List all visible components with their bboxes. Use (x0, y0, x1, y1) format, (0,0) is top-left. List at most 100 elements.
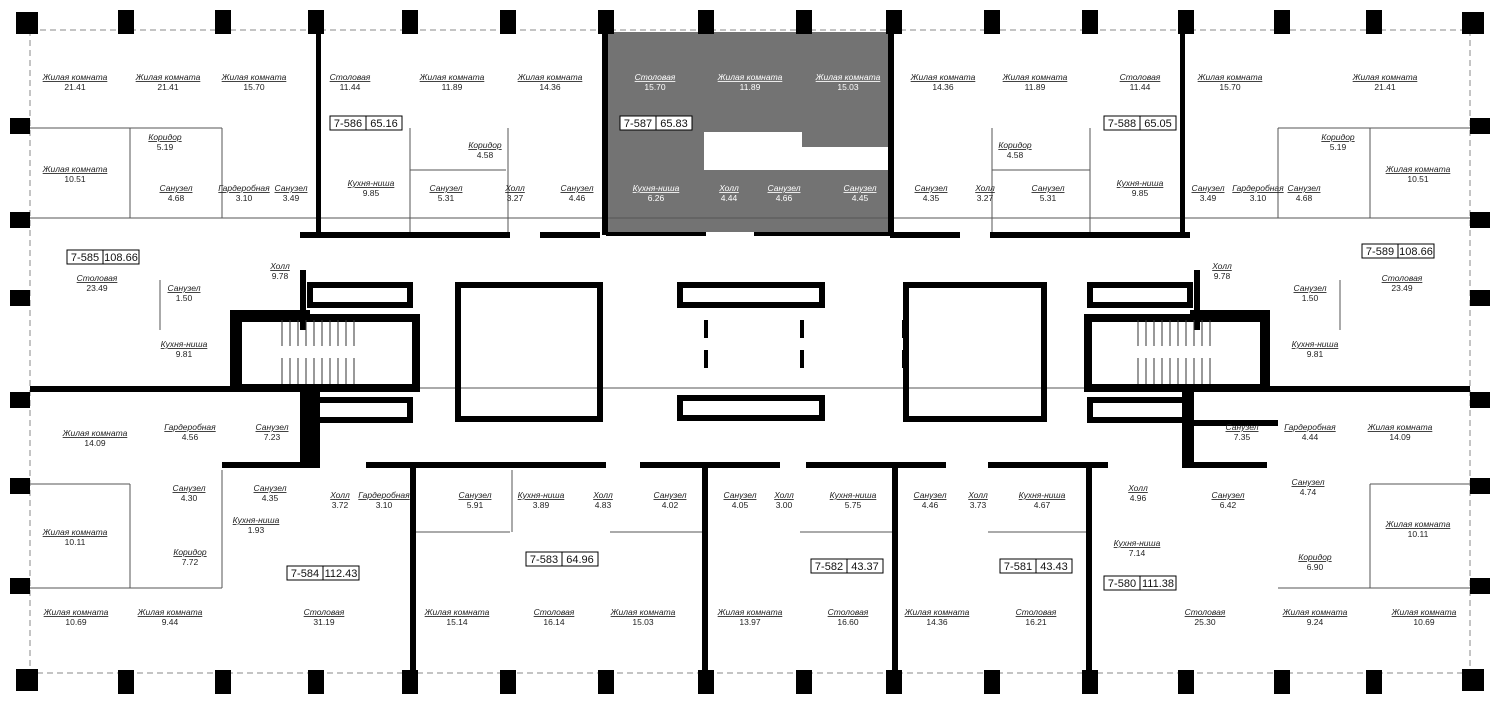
room-area: 4.67 (1034, 500, 1051, 510)
wall (402, 670, 418, 694)
wall (366, 462, 606, 468)
room-name: Столовая (1382, 273, 1423, 283)
room-area: 4.46 (922, 500, 939, 510)
apartment-area: 43.43 (1040, 561, 1068, 573)
room-area: 11.44 (1130, 82, 1151, 92)
room-name: Санузел (275, 183, 308, 193)
room-area: 4.05 (732, 500, 749, 510)
room-name: Кухня-ниша (161, 339, 208, 349)
room-name: Жилая комната (717, 72, 783, 82)
room-area: 11.89 (1025, 82, 1046, 92)
room-name: Кухня-ниша (1117, 178, 1164, 188)
wall (796, 670, 812, 694)
wall (215, 670, 231, 694)
room-area: 13.97 (739, 617, 761, 627)
wall (316, 30, 321, 235)
room-name: Кухня-ниша (830, 490, 877, 500)
apartment-area: 43.37 (851, 561, 879, 573)
room-name: Кухня-ниша (1019, 490, 1066, 500)
room-name: Столовая (330, 72, 371, 82)
room-area: 4.58 (477, 150, 494, 160)
service-shaft-top (677, 282, 825, 308)
room-area: 4.68 (168, 193, 185, 203)
room-area: 5.31 (438, 193, 455, 203)
room-area: 15.14 (446, 617, 468, 627)
shaft-se (1087, 397, 1193, 423)
room-area: 21.41 (64, 82, 86, 92)
room-name: Санузел (459, 490, 492, 500)
wall (1178, 670, 1194, 694)
core-pier (704, 320, 708, 338)
room-area: 5.91 (467, 500, 484, 510)
room-area: 4.44 (1302, 432, 1319, 442)
selected-apartment-shading (606, 32, 892, 232)
wall (984, 10, 1000, 34)
room-name: Холл (269, 261, 290, 271)
wall (1188, 420, 1278, 426)
lift-shaft-right (903, 282, 1047, 422)
wall (10, 392, 30, 408)
wall (888, 30, 894, 235)
wall (1462, 669, 1484, 691)
room-name: Жилая комната (910, 72, 976, 82)
room-name: Холл (1211, 261, 1232, 271)
shaft-sw (307, 397, 413, 423)
room-name: Кухня-ниша (233, 515, 280, 525)
room-area: 4.56 (182, 432, 199, 442)
room-name: Кухня-ниша (1114, 538, 1161, 548)
shaft-nw (307, 282, 413, 308)
apartment-number: 7-584 (291, 568, 319, 580)
room-area: 3.49 (1200, 193, 1217, 203)
wall (308, 10, 324, 34)
room-area: 21.41 (1374, 82, 1396, 92)
room-area: 14.09 (84, 438, 106, 448)
core-pier (902, 320, 906, 338)
wall (118, 670, 134, 694)
wall (606, 232, 706, 236)
wall (802, 232, 892, 236)
room-name: Жилая комната (221, 72, 287, 82)
room-area: 4.44 (721, 193, 738, 203)
room-name: Кухня-ниша (518, 490, 565, 500)
room-name: Столовая (1185, 607, 1226, 617)
room-name: Столовая (304, 607, 345, 617)
room-area: 9.78 (272, 271, 289, 281)
room-name: Жилая комната (610, 607, 676, 617)
room-area: 10.69 (65, 617, 87, 627)
walls (10, 10, 1490, 694)
wall (1470, 290, 1490, 306)
room-area: 3.40 (719, 150, 736, 160)
room-name: Жилая комната (1367, 422, 1433, 432)
apartment-number: 7-589 (1366, 246, 1394, 258)
room-name: Кухня-ниша (1292, 339, 1339, 349)
wall (1366, 10, 1382, 34)
room-area: 4.58 (1007, 150, 1024, 160)
